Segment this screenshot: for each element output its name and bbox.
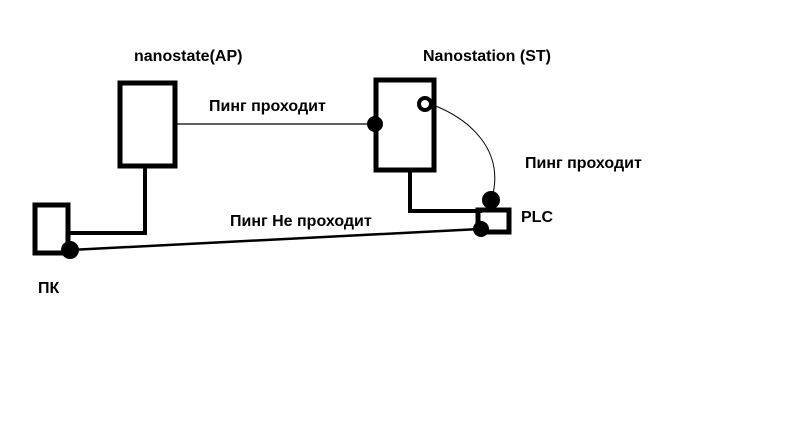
plc-label: PLC bbox=[521, 209, 553, 226]
st-plc-thin-cable bbox=[427, 102, 496, 199]
st-device-box bbox=[373, 77, 437, 173]
st-label: Nanostation (ST) bbox=[423, 48, 551, 65]
ap-pc-cable bbox=[68, 166, 147, 235]
ping-ap-st-label: Пинг проходит bbox=[209, 98, 326, 115]
pc-device-box bbox=[32, 202, 71, 256]
pc-plc-link bbox=[69, 227, 481, 252]
plc-port-top bbox=[482, 191, 500, 209]
ping-pc-plc-label: Пинг Не проходит bbox=[230, 213, 372, 230]
ping-st-plc-label: Пинг проходит bbox=[525, 155, 642, 172]
st-port-left bbox=[367, 116, 383, 132]
plc-port-bottom bbox=[473, 221, 489, 237]
pc-port bbox=[61, 241, 79, 259]
ap-device-box bbox=[117, 80, 178, 169]
pc-label: ПК bbox=[38, 280, 60, 297]
st-port-right-ring bbox=[417, 96, 433, 112]
plc-device-box bbox=[475, 207, 512, 235]
ap-label: nanostate(AP) bbox=[134, 48, 242, 65]
st-plc-cable bbox=[408, 170, 482, 213]
